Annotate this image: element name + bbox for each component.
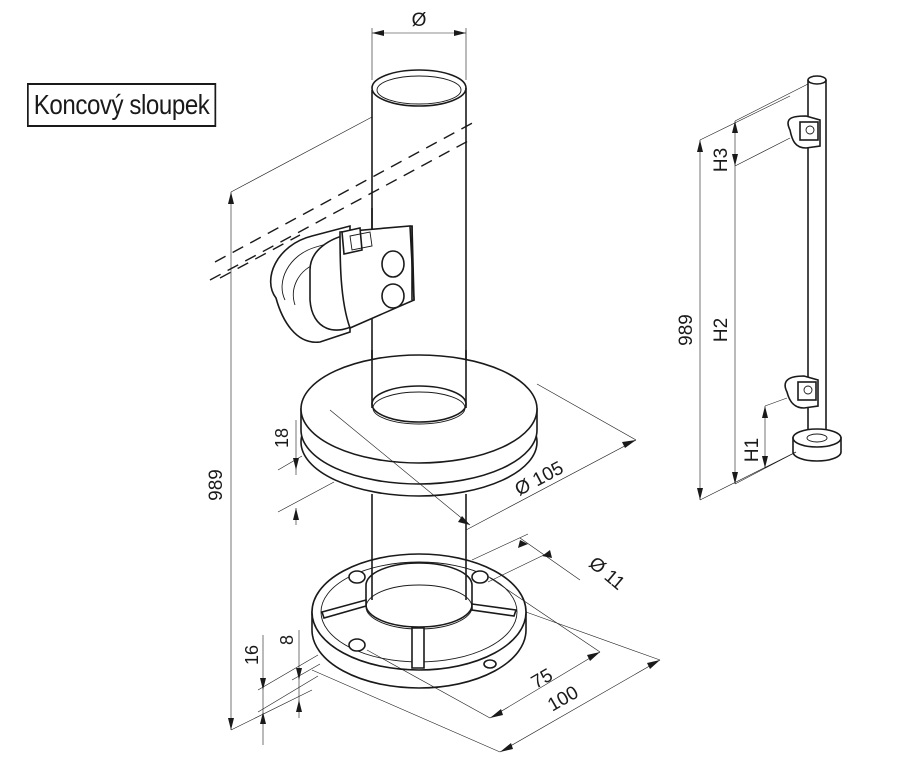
dim-base-8: 8 bbox=[277, 630, 321, 718]
base-flange bbox=[311, 553, 527, 689]
dim-16-label: 16 bbox=[242, 645, 262, 665]
h2-label: H2 bbox=[711, 318, 732, 342]
h1-label: H1 bbox=[742, 438, 763, 462]
dim-8-label: 8 bbox=[277, 635, 297, 645]
side-989-label: 989 bbox=[676, 314, 697, 346]
title-label: Koncový sloupek bbox=[27, 83, 217, 127]
h3-label: H3 bbox=[711, 148, 732, 172]
dim-11-label: Ø 11 bbox=[585, 553, 629, 595]
dim-plate-18: 18 bbox=[272, 420, 335, 525]
dim-diameter-top: Ø bbox=[371, 10, 467, 80]
dim-989-label: 989 bbox=[206, 469, 227, 501]
dim-base-16: 16 bbox=[242, 635, 319, 745]
dim-18-label: 18 bbox=[272, 428, 292, 448]
glass-clamp bbox=[269, 208, 415, 343]
dim-100-label: 100 bbox=[544, 682, 582, 716]
cover-plate bbox=[300, 350, 538, 497]
dim-75-label: 75 bbox=[528, 665, 557, 694]
dim-dia-top-label: Ø bbox=[412, 10, 427, 31]
side-view: 989 H2 H3 H1 bbox=[676, 75, 842, 501]
glass-panel-lines bbox=[209, 119, 479, 281]
dim-height-989: 989 bbox=[206, 116, 373, 731]
